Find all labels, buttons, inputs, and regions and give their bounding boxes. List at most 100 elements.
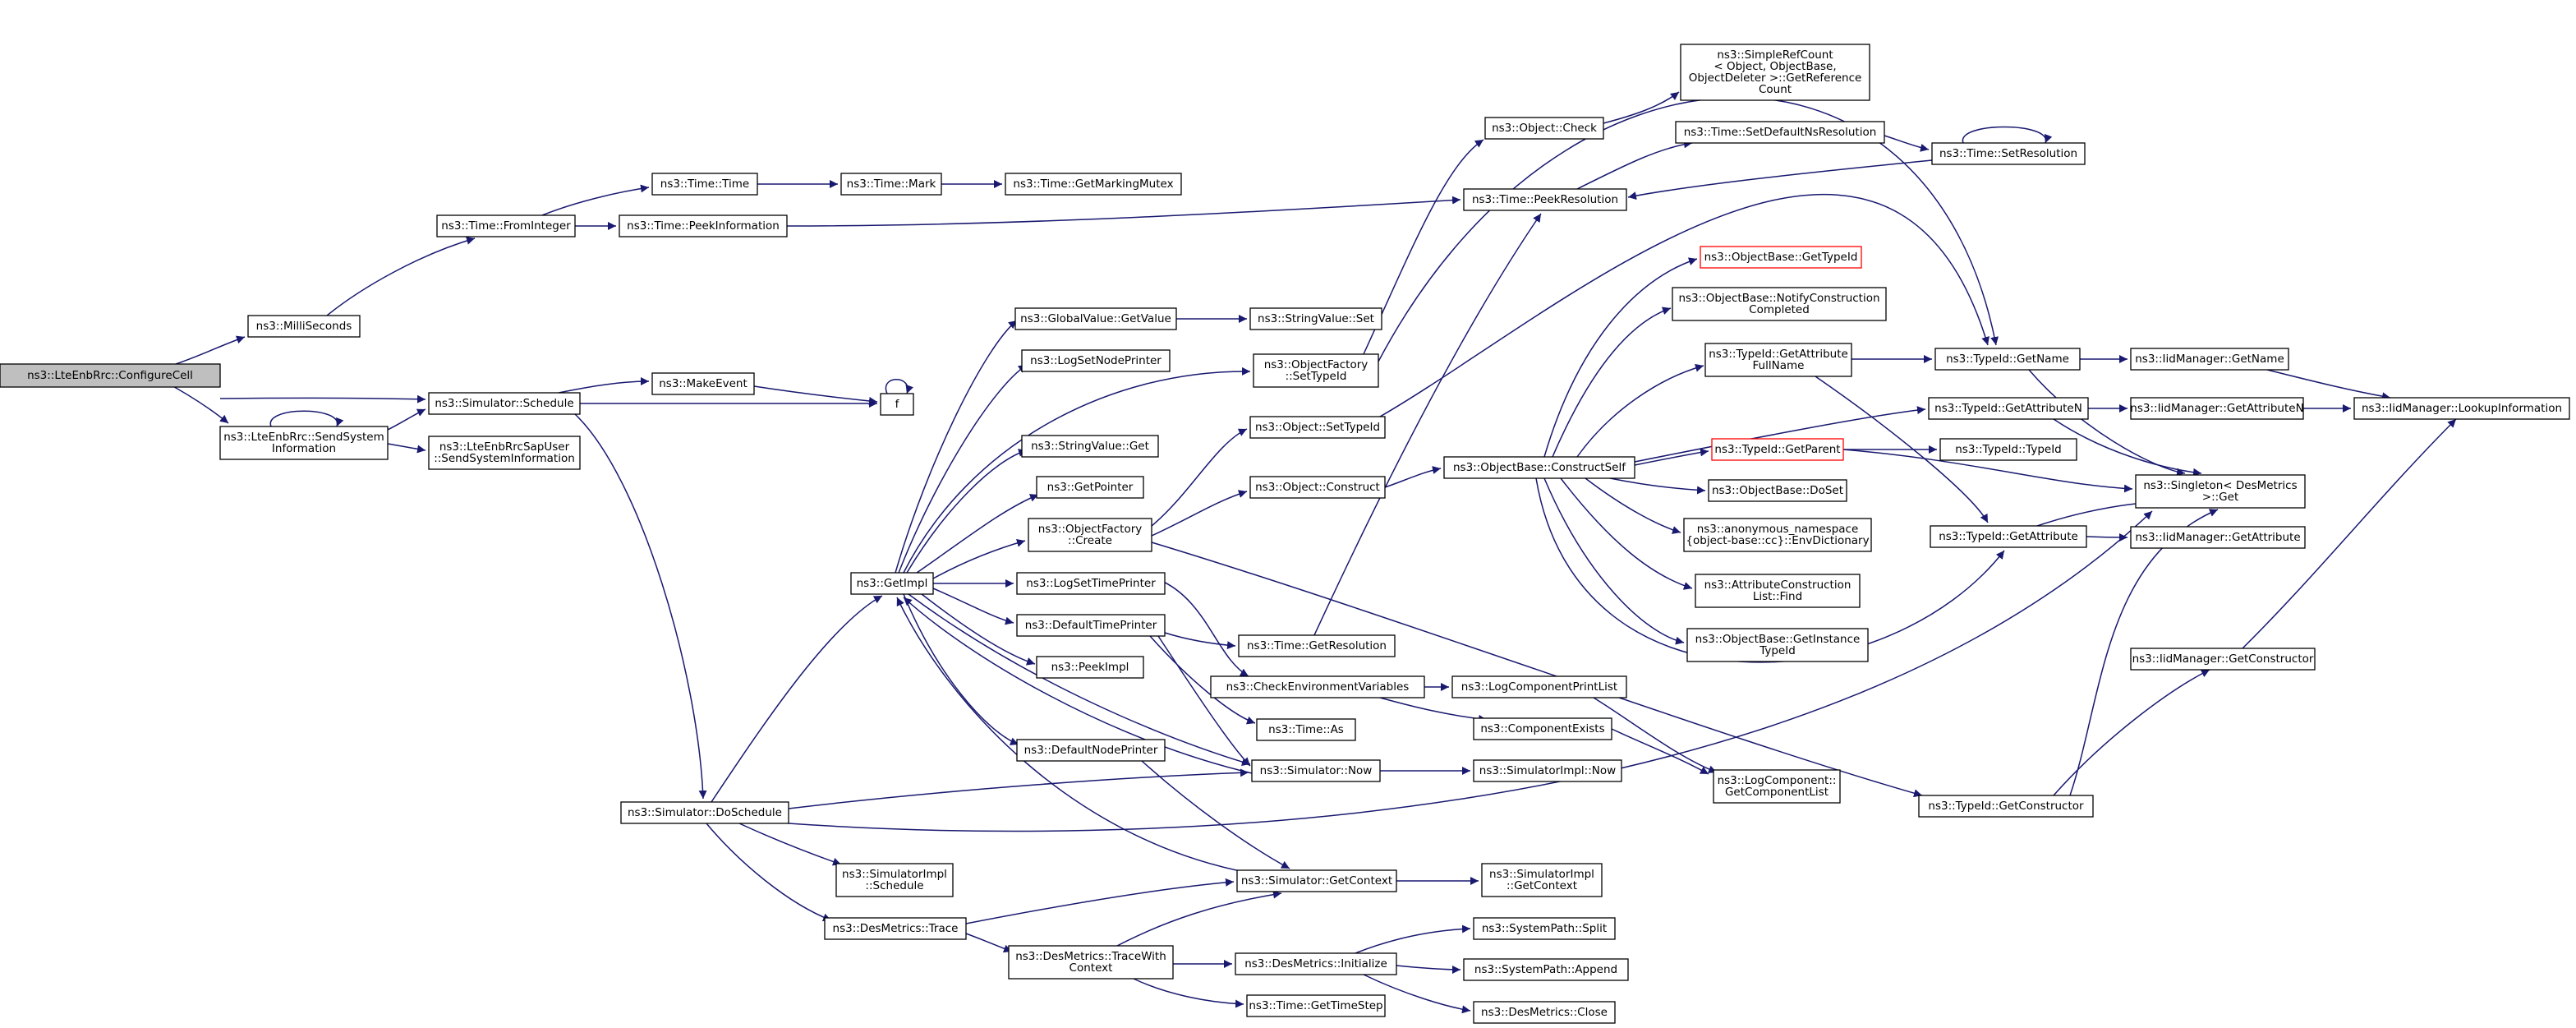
node-configurecell[interactable]: ns3::LteEnbRrc::ConfigureCell	[0, 363, 221, 388]
node-tidgetattr[interactable]: ns3::TypeId::GetAttribute	[1930, 525, 2087, 548]
node-label: Information	[272, 442, 336, 455]
node-iidgetname[interactable]: ns3::IidManager::GetName	[2130, 348, 2289, 371]
node-setdefaultns[interactable]: ns3::Time::SetDefaultNsResolution	[1675, 121, 1885, 144]
node-box	[1473, 759, 1622, 782]
node-implschedule[interactable]: ns3::SimulatorImpl::Schedule	[835, 863, 954, 897]
edge-deftimeprinter-to-getresolution	[1164, 632, 1236, 650]
edge-getimpl-to-defnodeprinter	[903, 593, 1019, 745]
node-schedule[interactable]: ns3::Simulator::Schedule	[428, 392, 581, 415]
node-box	[2130, 648, 2316, 671]
node-split[interactable]: ns3::SystemPath::Split	[1473, 917, 1616, 940]
node-peekresolution[interactable]: ns3::Time::PeekResolution	[1463, 188, 1627, 211]
node-destrace[interactable]: ns3::DesMetrics::Trace	[824, 917, 967, 940]
node-notifyconstr[interactable]: ns3::ObjectBase::NotifyConstructionCompl…	[1672, 287, 1887, 321]
edge-doschedule-to-getimpl	[711, 595, 883, 803]
node-envdict[interactable]: ns3::anonymous_namespace{object-base::cc…	[1683, 518, 1872, 552]
node-desinit[interactable]: ns3::DesMetrics::Initialize	[1235, 952, 1397, 975]
edge-frominteger-to-timetime	[541, 184, 650, 216]
node-mark[interactable]: ns3::Time::Mark	[840, 173, 942, 196]
node-iidgetattrn[interactable]: ns3::IidManager::GetAttributeN	[2130, 397, 2304, 420]
node-box	[1481, 863, 1603, 897]
edge-schedule-to-makeevent	[558, 377, 650, 394]
edge-deftimeprinter-to-timeas	[1149, 635, 1256, 725]
node-getparent[interactable]: ns3::TypeId::GetParent	[1711, 438, 1844, 461]
node-gvgetvalue[interactable]: ns3::GlobalValue::GetValue	[1014, 307, 1177, 330]
node-append[interactable]: ns3::SystemPath::Append	[1463, 958, 1629, 981]
node-markingmutex[interactable]: ns3::Time::GetMarkingMutex	[1005, 173, 1182, 196]
node-logcompprint[interactable]: ns3::LogComponentPrintList	[1451, 675, 1627, 698]
node-iidgetconstr[interactable]: ns3::IidManager::GetConstructor	[2130, 648, 2316, 671]
node-label: ns3::ObjectFactory	[1264, 358, 1368, 371]
node-doset[interactable]: ns3::ObjectBase::DoSet	[1708, 479, 1847, 502]
node-box	[1473, 917, 1616, 940]
node-simgetctx[interactable]: ns3::Simulator::GetContext	[1236, 869, 1397, 892]
node-label: ::Create	[1068, 534, 1112, 547]
node-getresolution[interactable]: ns3::Time::GetResolution	[1238, 634, 1396, 657]
node-frominteger[interactable]: ns3::Time::FromInteger	[436, 214, 576, 237]
node-simnow[interactable]: ns3::Simulator::Now	[1251, 759, 1381, 782]
node-doschedule[interactable]: ns3::Simulator::DoSchedule	[620, 801, 789, 824]
edge-constructself-to-obgettypeid	[1543, 257, 1698, 458]
node-checkenv[interactable]: ns3::CheckEnvironmentVariables	[1210, 675, 1425, 698]
node-sapuser[interactable]: ns3::LteEnbRrcSapUser::SendSystemInforma…	[428, 436, 581, 470]
node-objconstruct[interactable]: ns3::Object::Construct	[1249, 476, 1386, 499]
node-svset[interactable]: ns3::StringValue::Set	[1249, 307, 1382, 330]
node-constructself[interactable]: ns3::ObjectBase::ConstructSelf	[1443, 456, 1635, 479]
node-box	[1473, 717, 1612, 740]
node-getimpl[interactable]: ns3::GetImpl	[850, 572, 934, 595]
node-getcomplist[interactable]: ns3::LogComponent::GetComponentList	[1713, 769, 1841, 804]
node-compexists[interactable]: ns3::ComponentExists	[1473, 717, 1612, 740]
node-makeevent[interactable]: ns3::MakeEvent	[651, 372, 755, 395]
node-svget[interactable]: ns3::StringValue::Get	[1021, 435, 1159, 458]
node-sendsysinfo[interactable]: ns3::LteEnbRrc::SendSystemInformation	[219, 426, 389, 460]
node-singletonget[interactable]: ns3::Singleton< DesMetrics >::Get	[2135, 474, 2306, 509]
node-objsettypeid[interactable]: ns3::Object::SetTypeId	[1249, 416, 1386, 439]
node-peekimpl[interactable]: ns3::PeekImpl	[1036, 656, 1144, 679]
edge-constructself-to-attrconstrfind	[1560, 477, 1693, 590]
node-f[interactable]: f	[880, 393, 914, 416]
node-tidgetname[interactable]: ns3::TypeId::GetName	[1934, 348, 2081, 371]
node-gettimestep[interactable]: ns3::Time::GetTimeStep	[1246, 994, 1386, 1017]
node-logsetnode[interactable]: ns3::LogSetNodePrinter	[1021, 349, 1171, 372]
node-label: >::Get	[2202, 491, 2238, 504]
node-timetime[interactable]: ns3::Time::Time	[651, 173, 758, 196]
node-peekinfo[interactable]: ns3::Time::PeekInformation	[619, 214, 788, 237]
node-desclose[interactable]: ns3::DesMetrics::Close	[1473, 1001, 1616, 1024]
node-label: ns3::TypeId::GetParent	[1714, 443, 1840, 456]
node-objcheck[interactable]: ns3::Object::Check	[1484, 117, 1604, 140]
node-obgettypeid[interactable]: ns3::ObjectBase::GetTypeId	[1700, 246, 1862, 269]
node-label: ns3::DefaultNodePrinter	[1024, 744, 1158, 757]
edge-tidgetattrn-to-singletonget	[2053, 418, 2202, 477]
node-implnow[interactable]: ns3::SimulatorImpl::Now	[1473, 759, 1622, 782]
node-setresolution[interactable]: ns3::Time::SetResolution	[1931, 142, 2086, 165]
node-label: ns3::IidManager::LookupInformation	[2362, 402, 2562, 415]
edge-getimpl-to-logsetnode	[898, 364, 1028, 574]
node-ofsettypeid[interactable]: ns3::ObjectFactory::SetTypeId	[1253, 353, 1379, 388]
edge-getimpl-to-getpointer	[916, 494, 1039, 574]
node-tidgetconstr[interactable]: ns3::TypeId::GetConstructor	[1918, 795, 2094, 818]
edge-getimpl-to-simnow	[908, 593, 1251, 766]
node-box	[1934, 348, 2081, 371]
node-implgetctx[interactable]: ns3::SimulatorImpl::GetContext	[1481, 863, 1603, 897]
node-tidtypeid[interactable]: ns3::TypeId::TypeId	[1939, 438, 2077, 461]
node-box	[651, 173, 758, 196]
node-milliseconds[interactable]: ns3::MilliSeconds	[247, 315, 361, 338]
node-iidlookup[interactable]: ns3::IidManager::LookupInformation	[2353, 397, 2570, 420]
node-iidgetattr[interactable]: ns3::IidManager::GetAttribute	[2130, 526, 2306, 549]
node-box	[1463, 188, 1627, 211]
node-ofcreate[interactable]: ns3::ObjectFactory::Create	[1028, 518, 1152, 552]
node-tidgetattrn[interactable]: ns3::TypeId::GetAttributeN	[1928, 397, 2089, 420]
node-logsettime[interactable]: ns3::LogSetTimePrinter	[1016, 572, 1166, 595]
node-box	[1021, 435, 1159, 458]
node-refcount[interactable]: ns3::SimpleRefCount< Object, ObjectBase,…	[1680, 44, 1870, 101]
node-getpointer[interactable]: ns3::GetPointer	[1036, 476, 1144, 499]
node-deftimeprinter[interactable]: ns3::DefaultTimePrinter	[1016, 614, 1166, 637]
node-box	[1249, 307, 1382, 330]
node-timeas[interactable]: ns3::Time::As	[1256, 718, 1356, 741]
node-box	[1005, 173, 1182, 196]
node-defnodeprinter[interactable]: ns3::DefaultNodePrinter	[1016, 739, 1166, 762]
